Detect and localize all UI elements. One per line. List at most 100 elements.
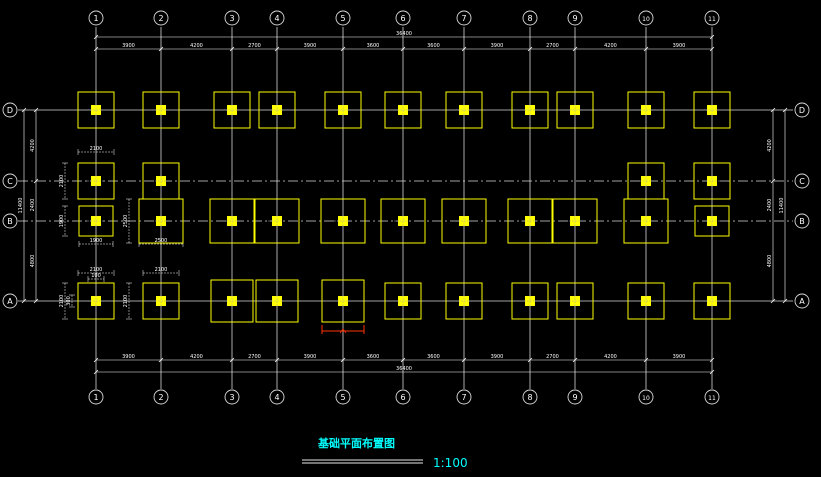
dim-tick-bottom-2 <box>229 357 235 363</box>
axis-label-top-9: 9 <box>572 14 577 23</box>
axis-label-bottom-8: 8 <box>527 393 532 402</box>
dim-text-top-5: 3600 <box>427 43 440 49</box>
axis-bubble-top-10 <box>638 10 654 26</box>
axis-bubble-bottom-4 <box>269 389 285 405</box>
axis-label-left-A: A <box>7 297 13 306</box>
axis-label-bottom-9: 9 <box>572 393 577 402</box>
dim-a2-height-text: 2100 <box>123 295 129 308</box>
axis-bubble-top-8 <box>522 10 538 26</box>
axis-label-bottom-5: 5 <box>340 393 345 402</box>
dim-text-top-9: 3900 <box>673 43 686 49</box>
dim-tick-top-10 <box>709 46 715 52</box>
footing-D1 <box>77 91 115 129</box>
axis-label-top-10: 10 <box>642 16 650 23</box>
footing-B5 <box>320 198 366 244</box>
dim-tick-bottom-8 <box>572 357 578 363</box>
dim-tick-top-5 <box>400 46 406 52</box>
axis-bubble-bottom-8 <box>522 389 538 405</box>
axis-label-bottom-7: 7 <box>461 393 466 402</box>
axis-bubble-top-3 <box>224 10 240 26</box>
footing-A6 <box>384 282 422 320</box>
axis-bubble-top-7 <box>456 10 472 26</box>
footing-D4 <box>258 91 296 129</box>
footing-C11 <box>693 162 731 200</box>
footing-A3 <box>210 279 254 323</box>
dim-tick-top-4 <box>340 46 346 52</box>
footing-A5 <box>321 279 365 323</box>
dim-text-right-1: 2400 <box>767 199 773 212</box>
dim-b1-height-text: 1900 <box>59 215 65 228</box>
dim-tick-top-8 <box>572 46 578 52</box>
axis-label-bottom-11: 11 <box>708 395 716 402</box>
dim-tick-left-total-1 <box>21 298 27 304</box>
axis-bubble-top-11 <box>704 10 720 26</box>
dim-text-bottom-3: 3900 <box>304 354 317 360</box>
footing-D2 <box>142 91 180 129</box>
title-block: 基础平面布置图 1:100 <box>302 436 468 470</box>
axis-bubble-right-A <box>794 293 810 309</box>
dim-b1-width-text: 1900 <box>90 238 103 244</box>
axis-label-top-7: 7 <box>461 14 466 23</box>
dim-b2-height-text: 2500 <box>123 215 129 228</box>
dim-tick-bottom-total-1 <box>709 369 715 375</box>
footing-D10 <box>627 91 665 129</box>
axis-label-right-A: A <box>799 297 805 306</box>
dim-text-top-4: 3600 <box>367 43 380 49</box>
dim-text-top-7: 2700 <box>546 43 559 49</box>
dim-tick-bottom-0 <box>93 357 99 363</box>
axis-bubble-right-B <box>794 213 810 229</box>
footing-B9 <box>552 198 598 244</box>
axis-bubble-top-4 <box>269 10 285 26</box>
dim-tick-top-2 <box>229 46 235 52</box>
dim-tick-top-7 <box>527 46 533 52</box>
dim-tick-top-total-1 <box>709 34 715 40</box>
dim-text-bottom-5: 3600 <box>427 354 440 360</box>
dim-tick-top-total-0 <box>93 34 99 40</box>
dim-tick-top-3 <box>274 46 280 52</box>
footing-D8 <box>511 91 549 129</box>
axis-bubble-top-1 <box>88 10 104 26</box>
dim-text-right-0: 4200 <box>767 139 773 152</box>
dim-tick-left-1 <box>33 178 39 184</box>
dim-tick-left-0 <box>33 107 39 113</box>
footing-A4 <box>255 279 299 323</box>
axis-bubble-top-2 <box>153 10 169 26</box>
axis-bubble-bottom-1 <box>88 389 104 405</box>
dim-a1-width-text: 2100 <box>90 267 103 273</box>
axis-label-bottom-3: 3 <box>229 393 234 402</box>
footing-C1 <box>77 162 115 200</box>
footing-A7 <box>445 282 483 320</box>
footing-B10 <box>623 198 669 244</box>
axis-bubble-left-C <box>2 173 18 189</box>
dim-text-bottom-0: 3900 <box>122 354 135 360</box>
dim-text-bottom-4: 3600 <box>367 354 380 360</box>
dim-text-top-6: 3900 <box>491 43 504 49</box>
axis-label-top-1: 1 <box>93 14 98 23</box>
dim-text-top-0: 3900 <box>122 43 135 49</box>
dim-text-right-2: 4800 <box>767 255 773 268</box>
axis-label-top-2: 2 <box>158 14 163 23</box>
dim-a1-height-text: 2100 <box>59 295 65 308</box>
dim-tick-right-2 <box>770 298 776 304</box>
axis-label-right-D: D <box>799 106 805 115</box>
axis-label-top-8: 8 <box>527 14 532 23</box>
axis-bubble-left-D <box>2 102 18 118</box>
dim-tick-left-total-0 <box>21 107 27 113</box>
dim-tick-right-1 <box>770 178 776 184</box>
dimension-lines <box>21 34 788 375</box>
axis-label-bottom-2: 2 <box>158 393 163 402</box>
axis-label-bottom-6: 6 <box>400 393 405 402</box>
dim-tick-bottom-4 <box>340 357 346 363</box>
axis-label-right-B: B <box>799 217 805 226</box>
axis-bubble-bottom-11 <box>704 389 720 405</box>
drawing-title: 基础平面布置图 <box>317 436 395 450</box>
dim-a2-width-text: 2100 <box>155 267 168 273</box>
dim-text-left-total: 11400 <box>18 198 24 214</box>
footing-B11 <box>694 205 730 237</box>
dim-tick-right-total-1 <box>782 298 788 304</box>
footing-A9 <box>556 282 594 320</box>
dim-tick-bottom-5 <box>400 357 406 363</box>
dim-tick-bottom-7 <box>527 357 533 363</box>
footing-B6 <box>380 198 426 244</box>
